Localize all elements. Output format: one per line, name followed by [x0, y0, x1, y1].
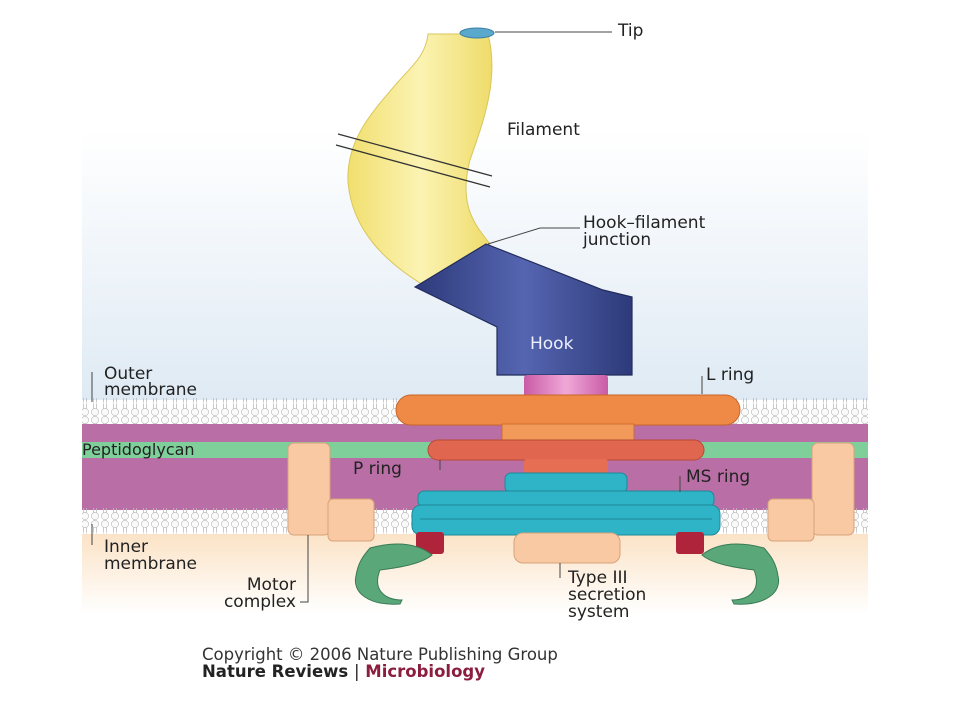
label-l-ring: L ring [706, 365, 755, 385]
label-hook: Hook [530, 334, 574, 354]
label-hook-filament-junction-2: junction [583, 230, 652, 250]
periplasm-upper [82, 424, 868, 442]
journal-name: Nature Reviews [202, 662, 349, 681]
label-hook-filament-junction-1: Hook–filament [583, 213, 706, 233]
label-type-iii-3: system [568, 602, 630, 622]
filament [347, 33, 493, 287]
motor-complex-left-base [327, 498, 375, 542]
ms-ring-base [411, 504, 721, 536]
label-filament: Filament [507, 120, 580, 140]
label-outer-membrane-1: Outer [104, 364, 153, 384]
journal-credit: Nature Reviews | Microbiology [202, 662, 485, 681]
label-ms-ring: MS ring [686, 467, 751, 487]
filament-break-mark-1 [337, 133, 493, 177]
ms-ring-top [504, 472, 628, 494]
label-inner-membrane-1: Inner [104, 537, 149, 557]
journal-separator: | [353, 662, 360, 681]
label-inner-membrane-2: membrane [104, 554, 198, 574]
label-p-ring: P ring [353, 459, 402, 479]
label-motor-complex-1: Motor [246, 575, 296, 595]
motor-complex-right-stator [811, 442, 855, 536]
switch-complex-right [701, 543, 780, 605]
label-motor-complex-2: complex [223, 592, 296, 612]
switch-complex-left [354, 543, 433, 605]
label-type-iii-2: secretion [568, 585, 647, 605]
rod-middle [501, 423, 635, 443]
label-outer-membrane-2: membrane [104, 380, 198, 400]
hook [413, 243, 633, 376]
copyright-notice: Copyright © 2006 Nature Publishing Group [202, 645, 558, 664]
l-ring [395, 394, 741, 426]
leader-motor-complex [300, 535, 309, 603]
motor-complex-left-stator [287, 442, 331, 536]
rod-upper [524, 375, 608, 397]
rod-lower [524, 459, 608, 473]
label-type-iii-1: Type III [568, 568, 628, 588]
label-tip: Tip [618, 21, 644, 41]
type-iii-secretion-system [513, 532, 621, 564]
label-peptidoglycan: Peptidoglycan [82, 440, 195, 459]
c-ring-post-right [676, 532, 704, 554]
p-ring [427, 439, 705, 461]
leader-junction [487, 227, 580, 245]
tip [459, 27, 495, 39]
journal-section: Microbiology [365, 662, 485, 681]
c-ring-post-left [416, 532, 444, 554]
filament-break-mark-2 [335, 144, 491, 188]
motor-complex-right-base [767, 498, 815, 542]
